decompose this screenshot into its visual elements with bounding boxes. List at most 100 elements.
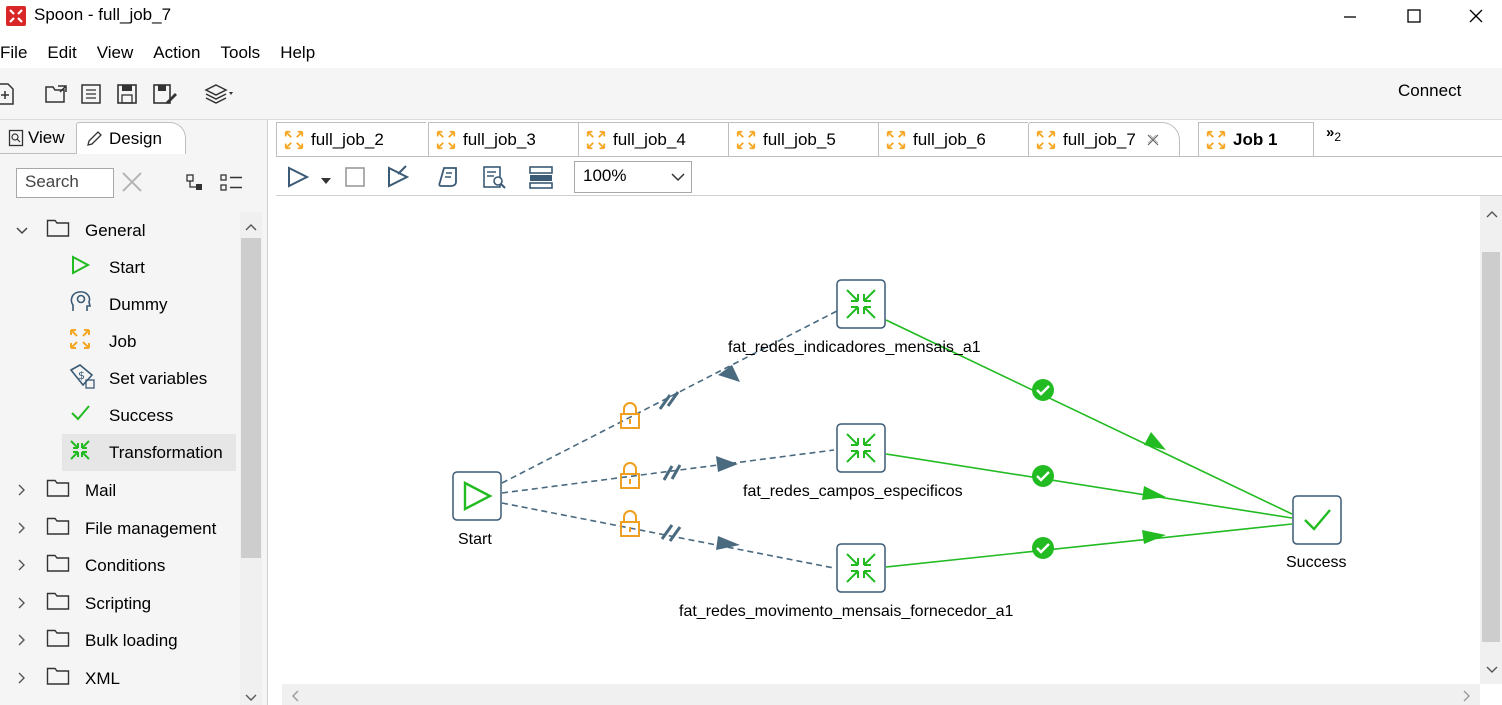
set-variables-icon: $	[68, 362, 96, 395]
tree-label: Set variables	[109, 368, 208, 388]
node-label-success: Success	[1286, 554, 1347, 571]
minimize-button[interactable]	[1320, 0, 1380, 32]
scroll-up-icon[interactable]	[244, 217, 258, 237]
chevron-right-icon[interactable]	[16, 519, 28, 539]
chevron-down-icon[interactable]	[670, 164, 686, 193]
scroll-down-icon[interactable]	[244, 688, 258, 705]
start-icon	[68, 253, 92, 282]
canvas-horizontal-scrollbar[interactable]	[282, 684, 1480, 705]
tab-label: full_job_5	[763, 129, 836, 149]
tree-item-set-variables[interactable]: $ Set variables	[0, 360, 240, 397]
hop-start-to-movimento[interactable]	[501, 502, 835, 569]
hop-arrow	[1142, 530, 1166, 544]
tree-folder-conditions[interactable]: Conditions	[0, 547, 240, 584]
preview-icon[interactable]	[386, 165, 412, 194]
job-icon	[886, 130, 906, 149]
check-icon[interactable]	[436, 165, 460, 194]
tree-folder-mail[interactable]: Mail	[0, 472, 240, 509]
close-tab-icon[interactable]	[1146, 133, 1160, 147]
main-toolbar	[0, 68, 1502, 120]
hop-arrow	[716, 456, 738, 472]
hop-campos-to-success[interactable]	[885, 453, 1293, 519]
clear-search-icon[interactable]	[120, 170, 144, 199]
tree-folder-general[interactable]: General	[0, 212, 240, 249]
tab-view[interactable]: View	[0, 122, 76, 154]
run-icon[interactable]	[286, 165, 312, 194]
connect-button[interactable]: Connect	[1398, 81, 1462, 100]
hop-start-to-indicadores[interactable]	[501, 310, 838, 484]
stop-icon[interactable]	[344, 165, 366, 194]
start-node[interactable]	[452, 471, 502, 521]
expand-all-icon[interactable]	[220, 174, 244, 197]
explore-repository-icon[interactable]	[80, 82, 102, 111]
success-node[interactable]	[1292, 495, 1342, 545]
chevron-right-icon[interactable]	[16, 556, 28, 576]
scroll-up-icon[interactable]	[1485, 204, 1499, 224]
maximize-button[interactable]	[1384, 0, 1444, 32]
node-label-indicadores: fat_redes_indicadores_mensais_a1	[728, 339, 981, 356]
job-icon	[736, 130, 756, 149]
tree-folder-bulk-loading[interactable]: Bulk loading	[0, 622, 240, 659]
tab-full-job-4[interactable]: full_job_4	[578, 122, 728, 156]
hop-movimento-to-success[interactable]	[885, 523, 1293, 568]
scroll-right-icon[interactable]	[1462, 688, 1472, 705]
canvas-vertical-scrollbar-thumb[interactable]	[1482, 252, 1500, 642]
hop-start-to-campos[interactable]	[501, 449, 835, 494]
menu-view[interactable]: View	[96, 43, 134, 62]
scroll-left-icon[interactable]	[290, 688, 300, 705]
tree-item-success[interactable]: Success	[0, 397, 240, 434]
chevron-right-icon[interactable]	[16, 669, 28, 689]
scroll-down-icon[interactable]	[1485, 660, 1499, 680]
tab-design[interactable]: Design	[76, 122, 186, 154]
menu-help[interactable]: Help	[280, 43, 316, 62]
tree-label: Dummy	[109, 294, 168, 314]
success-icon	[1304, 509, 1331, 531]
tree-folder-file-management[interactable]: File management	[0, 510, 240, 547]
tab-full-job-2[interactable]: full_job_2	[276, 122, 426, 156]
tree-item-job[interactable]: Job	[0, 323, 240, 360]
chevron-down-icon[interactable]	[16, 221, 28, 241]
tab-overflow-button[interactable]: »2	[1326, 124, 1341, 144]
search-input[interactable]: Search	[16, 168, 114, 198]
open-folder-icon[interactable]	[44, 82, 70, 111]
svg-text:$: $	[78, 369, 85, 382]
transformation-node-movimento[interactable]	[836, 543, 886, 593]
save-as-icon[interactable]	[152, 82, 178, 111]
tree-label: XML	[85, 668, 120, 688]
tab-job-1[interactable]: Job 1	[1198, 122, 1314, 156]
node-label-campos: fat_redes_campos_especificos	[743, 483, 963, 500]
tree-item-transformation[interactable]: Transformation	[62, 434, 236, 471]
collapse-all-icon[interactable]	[186, 174, 206, 197]
menu-action[interactable]: Action	[153, 43, 201, 62]
sql-icon[interactable]	[528, 165, 554, 194]
transformation-node-indicadores[interactable]	[836, 279, 886, 329]
chevrons-right-icon: »	[1326, 124, 1335, 141]
chevron-right-icon[interactable]	[16, 594, 28, 614]
impact-analysis-icon[interactable]	[482, 165, 508, 194]
job-canvas[interactable]: Start fat_redes_indicadores_mensais_a1 f…	[282, 196, 1480, 684]
chevron-right-icon[interactable]	[16, 481, 28, 501]
run-options-dropdown-icon[interactable]	[320, 171, 332, 191]
close-window-button[interactable]	[1446, 0, 1502, 32]
chevron-right-icon[interactable]	[16, 631, 28, 651]
menu-edit[interactable]: Edit	[47, 43, 77, 62]
job-tabs-bar: full_job_2 full_job_3 full_job_4 full_jo…	[276, 122, 1502, 156]
menu-tools[interactable]: Tools	[220, 43, 261, 62]
tab-full-job-5[interactable]: full_job_5	[728, 122, 878, 156]
zoom-select[interactable]: 100%	[574, 161, 692, 193]
tree-scrollbar-thumb[interactable]	[241, 238, 261, 558]
save-icon[interactable]	[116, 82, 138, 111]
menu-file[interactable]: File	[0, 43, 28, 62]
dummy-icon	[68, 289, 94, 320]
tab-full-job-3[interactable]: full_job_3	[428, 122, 578, 156]
hop-indicadores-to-success[interactable]	[885, 319, 1293, 515]
tree-folder-xml[interactable]: XML	[0, 660, 240, 697]
tab-full-job-6[interactable]: full_job_6	[878, 122, 1028, 156]
transformation-node-campos[interactable]	[836, 423, 886, 473]
tree-folder-scripting[interactable]: Scripting	[0, 585, 240, 622]
tab-full-job-7[interactable]: full_job_7	[1028, 122, 1180, 156]
new-file-icon[interactable]	[0, 82, 16, 111]
tree-item-dummy[interactable]: Dummy	[0, 286, 240, 323]
tree-item-start[interactable]: Start	[0, 249, 240, 286]
layers-icon[interactable]	[204, 82, 234, 111]
